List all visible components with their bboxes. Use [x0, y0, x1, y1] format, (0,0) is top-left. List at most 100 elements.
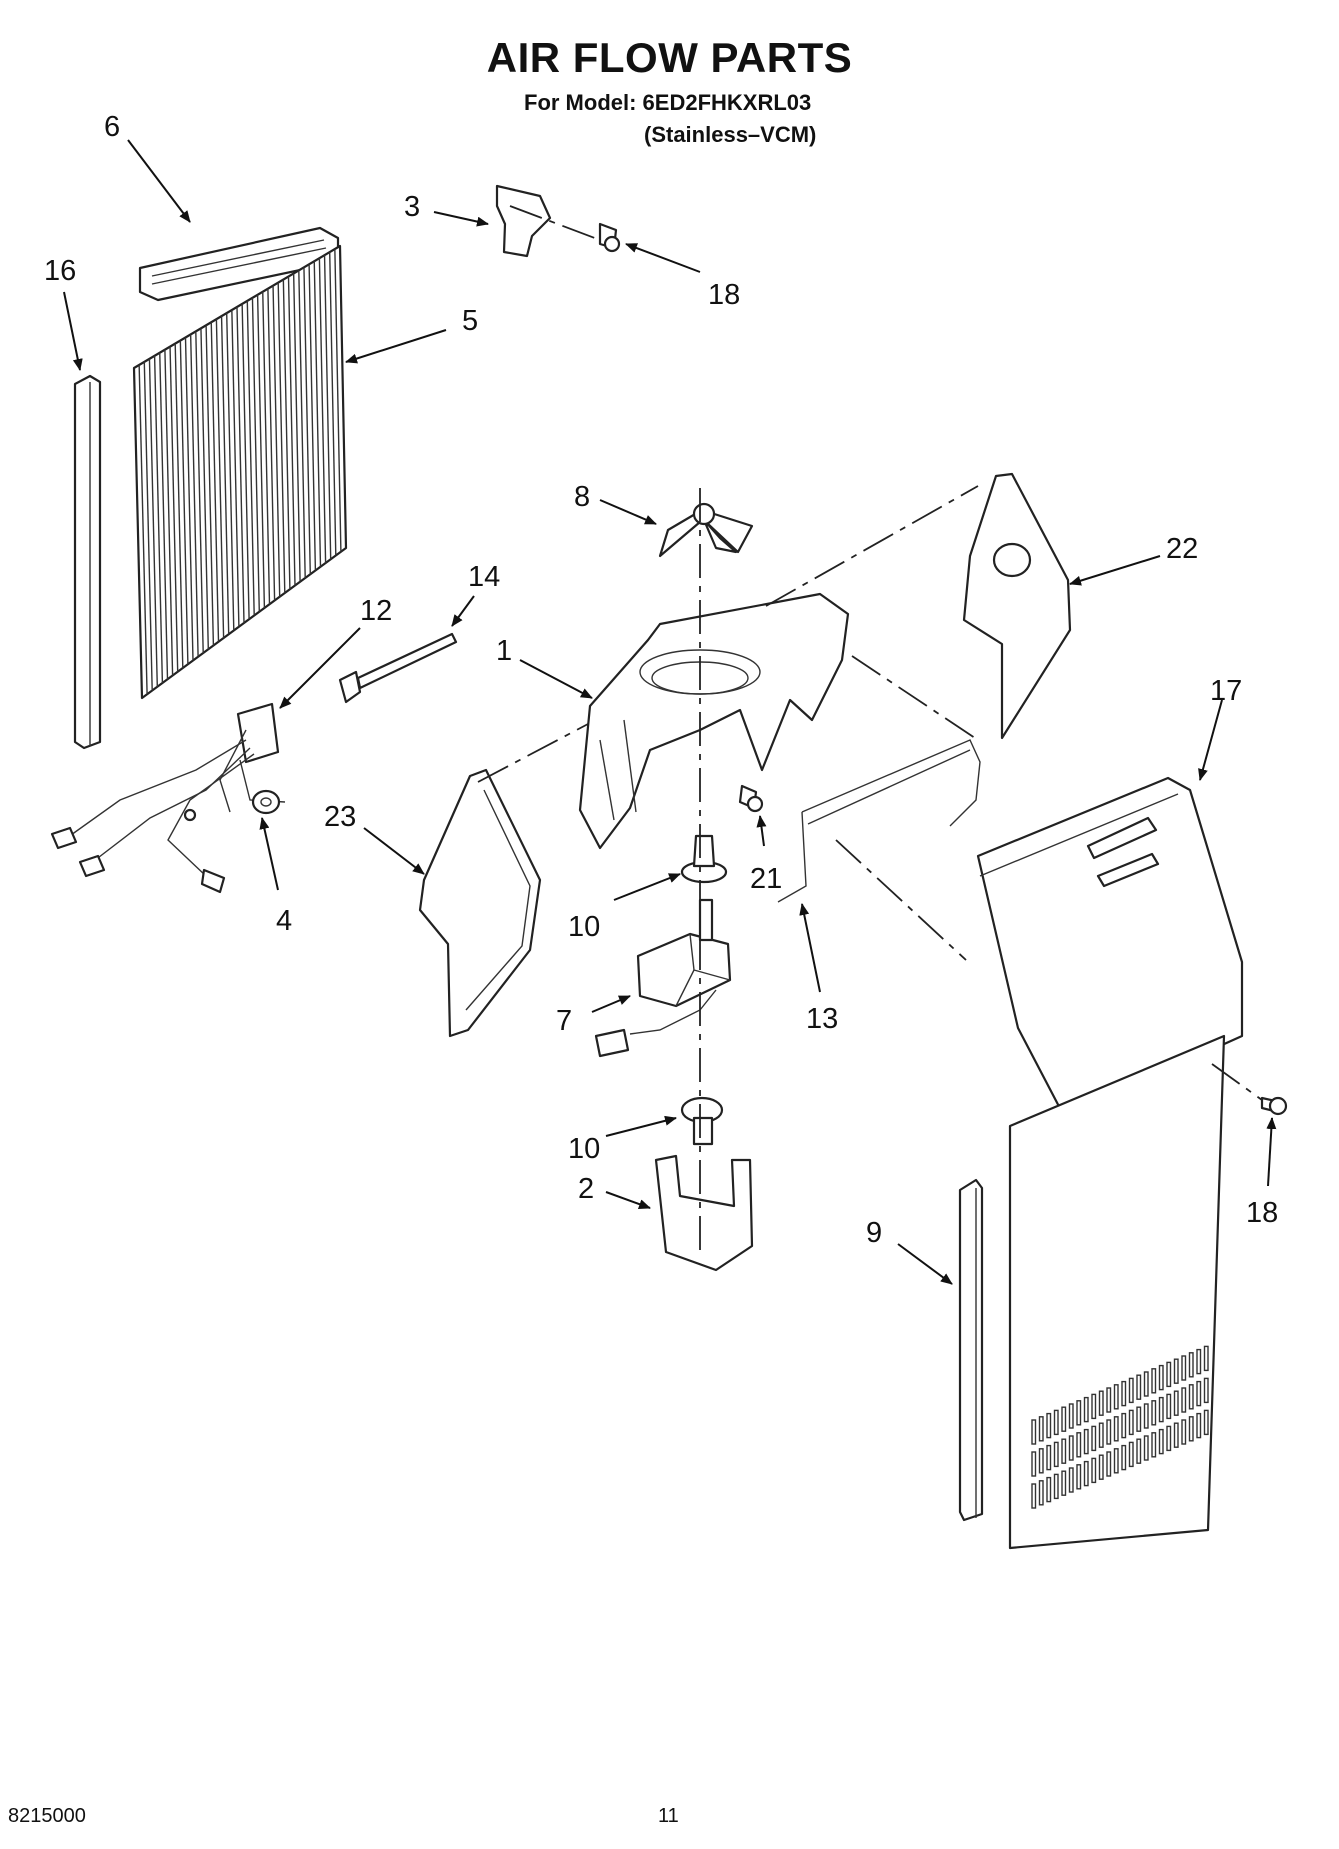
vent-slot: [1181, 1419, 1187, 1445]
vent-slot: [1046, 1444, 1052, 1471]
panel-rib: [282, 279, 291, 590]
callout-21: 21: [750, 863, 782, 895]
callout-1: 1: [496, 635, 512, 667]
part-2-motor-bracket: [654, 1154, 754, 1272]
part-4-grommet: [251, 789, 281, 815]
vent-slot: [1113, 1448, 1119, 1474]
vent-slot: [1091, 1393, 1097, 1420]
vent-slot: [1128, 1441, 1134, 1468]
page-number: 11: [658, 1805, 679, 1827]
vent-slot: [1083, 1396, 1089, 1423]
panel-rib: [256, 294, 266, 609]
vent-slot: [1038, 1448, 1044, 1474]
vent-slot: [1083, 1428, 1089, 1455]
callout-12: 12: [360, 595, 392, 627]
part-23-left-shroud: [418, 768, 542, 1038]
part-8-fan-blade: [658, 502, 754, 558]
panel-rib: [174, 343, 184, 669]
vent-slot: [1113, 1416, 1119, 1442]
callout-4: 4: [276, 905, 292, 937]
panel-rib: [148, 358, 158, 687]
panel-rib: [298, 270, 306, 579]
panel-rib: [262, 291, 271, 605]
part-10-mount-upper: [680, 834, 728, 884]
callout-17: 17: [1210, 675, 1242, 707]
panel-rib: [308, 264, 317, 571]
callout-14: 14: [468, 561, 500, 593]
vent-slot: [1158, 1396, 1164, 1423]
vent-slot: [1128, 1377, 1134, 1404]
vent-slot: [1196, 1348, 1202, 1375]
panel-rib: [215, 319, 225, 639]
callout-13: 13: [806, 1003, 838, 1035]
vent-slot: [1203, 1345, 1209, 1372]
vent-slot: [1143, 1435, 1149, 1461]
vent-slot: [1151, 1400, 1157, 1426]
vent-slot: [1106, 1419, 1112, 1445]
vent-slot: [1053, 1441, 1059, 1468]
panel-rib: [169, 346, 179, 672]
vent-slot: [1031, 1419, 1037, 1445]
vent-slot: [1188, 1384, 1194, 1410]
vent-slot: [1076, 1400, 1082, 1426]
panel-rib: [159, 352, 169, 680]
part-3-bracket: [495, 184, 552, 258]
vent-slot: [1031, 1451, 1037, 1477]
vent-slot: [1196, 1412, 1202, 1439]
part-6-evaporator-cover: [138, 226, 340, 302]
panel-rib: [246, 300, 255, 616]
callout-9: 9: [866, 1217, 882, 1249]
part-17-air-duct-cover: [976, 776, 1244, 1550]
panel-rib: [251, 297, 260, 612]
panel-rib: [138, 364, 148, 695]
page-title: AIR FLOW PARTS: [486, 34, 853, 81]
callout-23: 23: [324, 801, 356, 833]
vent-slot: [1061, 1406, 1067, 1432]
part-12-wire-harness: [50, 702, 286, 894]
part-18-screw-right: [1260, 1096, 1288, 1116]
part-21-screw: [738, 784, 764, 813]
vent-slot: [1098, 1390, 1104, 1416]
callout-18-right: 18: [1246, 1197, 1278, 1229]
vent-slot: [1038, 1416, 1044, 1442]
vent-slot: [1151, 1432, 1157, 1458]
vent-slot: [1136, 1438, 1142, 1464]
panel-rib: [226, 313, 235, 631]
part-10-mount-lower: [680, 1096, 724, 1146]
panel-rib: [236, 306, 245, 624]
panel-rib: [189, 334, 199, 657]
vent-slot: [1076, 1432, 1082, 1458]
panel-rib: [143, 361, 153, 691]
callout-8: 8: [574, 481, 590, 513]
panel-rib: [241, 303, 250, 620]
callout-3: 3: [404, 191, 420, 223]
vent-slot: [1166, 1393, 1172, 1420]
callout-5: 5: [462, 305, 478, 337]
vent-slot: [1173, 1390, 1179, 1416]
panel-rib: [272, 285, 281, 597]
vent-slot: [1136, 1374, 1142, 1400]
vent-slot: [1173, 1422, 1179, 1448]
vent-slot: [1173, 1358, 1179, 1384]
panel-rib: [184, 337, 194, 661]
callout-18-top: 18: [708, 279, 740, 311]
panel-rib: [318, 258, 327, 564]
vent-slot: [1098, 1422, 1104, 1448]
part-14-cable-tie: [338, 632, 458, 704]
panel-rib: [200, 328, 209, 650]
vent-slot: [1121, 1444, 1127, 1471]
vent-slot: [1068, 1467, 1074, 1493]
model-number: For Model: 6ED2FHKXRL03: [524, 90, 812, 115]
vent-slot: [1091, 1457, 1097, 1484]
vent-slot: [1188, 1416, 1194, 1442]
vent-slot: [1128, 1409, 1134, 1436]
panel-rib: [303, 267, 311, 575]
panel-rib: [195, 331, 204, 654]
panel-rib: [313, 261, 322, 567]
part-16-foam-strip: [73, 374, 102, 750]
vent-slot: [1158, 1428, 1164, 1455]
vent-slot: [1061, 1470, 1067, 1496]
callout-7: 7: [556, 1005, 572, 1037]
part-22-right-shroud: [962, 472, 1072, 740]
